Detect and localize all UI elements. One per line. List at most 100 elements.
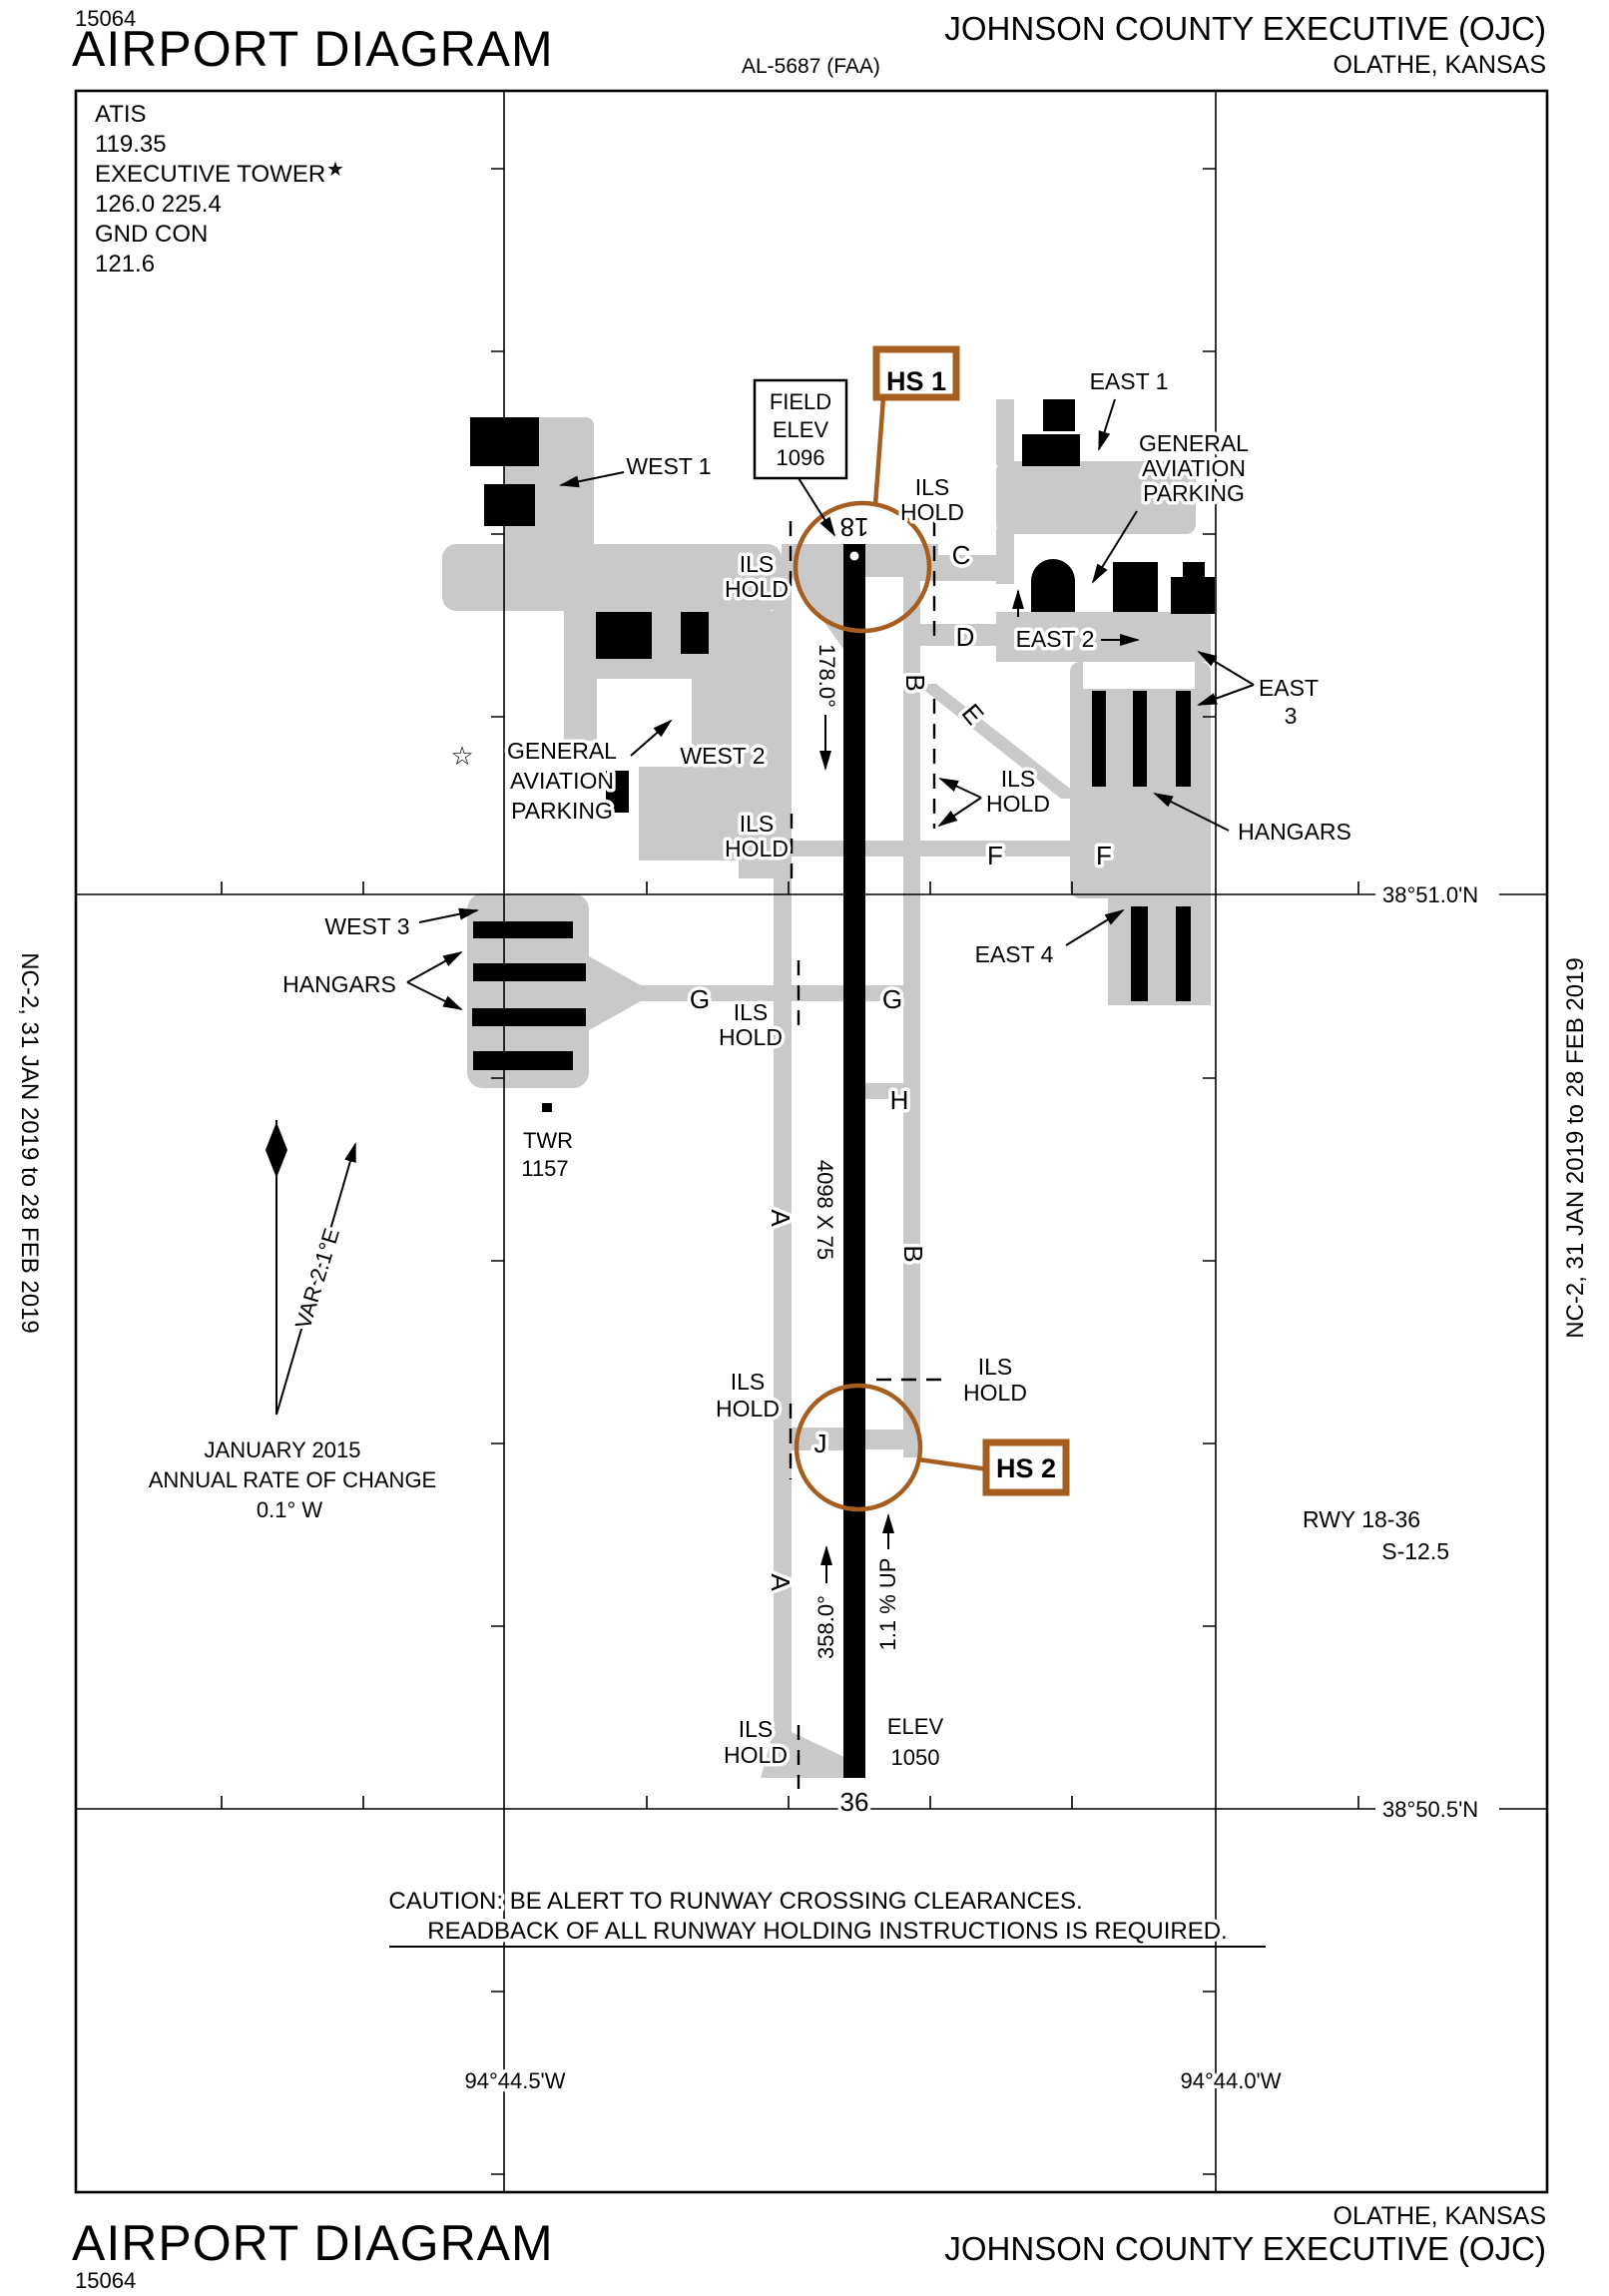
ils-hold-jw-l2: HOLD: [716, 1396, 780, 1422]
longitude-east-label: 94°44.0'W: [1180, 2068, 1281, 2093]
east4-label: EAST 4: [975, 941, 1054, 967]
ils-hold-mid-l1: ILS: [1001, 766, 1036, 792]
east2-label: EAST 2: [1016, 626, 1095, 652]
ga-west-line2: AVIATION: [510, 768, 614, 794]
true-north-diamond: [266, 1122, 287, 1178]
latitude-north-label: 38°51.0'N: [1382, 882, 1478, 907]
ils-hold-fw-l2: HOLD: [725, 836, 789, 861]
taxiway-b-pavement: [903, 559, 920, 1457]
taxiway-j-east-stub: [865, 1430, 920, 1449]
footer: OLATHE, KANSAS JOHNSON COUNTY EXECUTIVE …: [72, 2202, 1546, 2293]
west1-label: WEST 1: [626, 453, 711, 479]
longitude-west-label: 94°44.5'W: [464, 2068, 565, 2093]
runway-data-value: S-12.5: [1381, 1538, 1449, 1564]
west2-cutout: [597, 679, 692, 767]
field-elev-line2: ELEV: [773, 417, 829, 442]
tower-star-icon: ★: [326, 159, 344, 181]
taxiway-d-label: D: [956, 622, 975, 652]
east2-building-2: [1113, 562, 1158, 612]
taxiway-b-label-lower: B: [898, 1245, 928, 1262]
taxiway-a-label-upper: A: [766, 1209, 796, 1227]
runway-labels: 18 36 178.0° 4098 X 75 358.0° 1.1 % UP E…: [809, 509, 1450, 1821]
hangars-east-arrow: [1153, 793, 1230, 832]
ils-hold-mid-l2: HOLD: [986, 791, 1050, 817]
field-elev-box: [753, 378, 848, 480]
graticule-labels: 38°51.0'N 38°50.5'N 94°44.5'W 94°44.0'W: [461, 879, 1482, 2097]
header-chart-number: 15064: [75, 6, 136, 31]
taxiway-g-label-east: G: [882, 984, 902, 1014]
ga-west-line1: GENERAL: [507, 738, 617, 764]
ils-hold-mid-arrow-2: [937, 797, 982, 828]
caution-note: CAUTION: BE ALERT TO RUNWAY CROSSING CLE…: [385, 1885, 1266, 1949]
east3-cutout: [1083, 662, 1195, 689]
runway36-flare: [761, 1732, 848, 1778]
taxiway-j-label: J: [814, 1429, 827, 1458]
west2-building-2: [681, 612, 709, 654]
east1-arrow: [1098, 398, 1116, 451]
ils-hold-gw-l1: ILS: [734, 999, 769, 1025]
parallel-ticks: [221, 881, 1359, 1809]
hangars-west-arrow-1: [406, 951, 463, 983]
west3-hangar-2: [473, 963, 586, 981]
atis-freq: 119.35: [95, 131, 167, 158]
taxiway-a-label-lower: A: [766, 1573, 796, 1591]
east3-hangar-2: [1133, 691, 1147, 787]
ils-hold-mid-arrow-1: [938, 778, 982, 799]
variation-rate: ANNUAL RATE OF CHANGE: [149, 1467, 436, 1492]
meridian-ticks: [491, 168, 1216, 2175]
hs1-box: [872, 345, 960, 401]
taxiway-d-pavement: [903, 624, 1003, 646]
left-edition-note: NC-2, 31 JAN 2019 to 28 FEB 2019: [16, 952, 43, 1334]
north-apron-west: [442, 544, 782, 611]
ils-hold-gw-l2: HOLD: [719, 1024, 783, 1050]
west3-hangar-1: [473, 921, 573, 938]
ga-west-arrow: [630, 719, 673, 757]
hotspot-layer: HS 1 HS 2: [793, 345, 1070, 1512]
twr-elev: 1157: [521, 1156, 568, 1181]
taxiway-e-pavement: [916, 684, 1083, 799]
structures-layer: [470, 399, 1215, 1778]
taxiway-c-pavement: [903, 555, 1008, 581]
east4-arrow: [1065, 908, 1125, 946]
variation-rate-value: 0.1° W: [257, 1497, 322, 1522]
ils-hold-c-l2: HOLD: [900, 499, 964, 525]
taxiway-f-label-east: F: [1096, 841, 1112, 870]
footer-title: AIRPORT DIAGRAM: [72, 2215, 554, 2271]
runway-slope: 1.1 % UP: [875, 1558, 900, 1651]
runway-dimensions: 4098 X 75: [812, 1160, 837, 1260]
ils-hold-labels: ILS HOLD ILS HOLD ILS HOLD ILS HOLD ILS …: [713, 471, 1054, 1772]
variation-date: JANUARY 2015: [205, 1437, 361, 1462]
field-elev-callout: FIELD ELEV 1096: [753, 378, 848, 537]
west3-hangar-4: [473, 1051, 573, 1070]
magnetic-north-arrow: [275, 1142, 356, 1416]
taxiway-h-pavement: [865, 1083, 920, 1099]
runway-data-label: RWY 18-36: [1303, 1506, 1420, 1532]
east1-connector: [996, 529, 1014, 584]
west1-building-2: [484, 484, 535, 526]
west1-arrow: [559, 471, 625, 488]
caution-line: CAUTION: BE ALERT TO RUNWAY CROSSING CLE…: [388, 1888, 1082, 1915]
header-airport-name: JOHNSON COUNTY EXECUTIVE (OJC): [944, 10, 1546, 47]
header: 15064 AIRPORT DIAGRAM AL-5687 (FAA) JOHN…: [72, 6, 1546, 79]
west2-building-3: [606, 771, 629, 813]
hs2-label: HS 2: [996, 1453, 1056, 1483]
runway-36-elev-value: 1050: [891, 1745, 940, 1770]
runway-18-36: [843, 544, 865, 1778]
footer-airport-name: JOHNSON COUNTY EXECUTIVE (OJC): [944, 2230, 1546, 2267]
gnd-con-freq: 121.6: [95, 251, 155, 278]
ils-hold-fw-l1: ILS: [740, 811, 775, 837]
runway-36-number: 36: [840, 1787, 869, 1817]
ils-hold-c-l1: ILS: [915, 474, 950, 500]
map-star-icon: ☆: [450, 741, 473, 771]
taxiway-h-label: H: [890, 1085, 909, 1115]
east3-hangar-3: [1176, 691, 1191, 787]
hs1-label: HS 1: [886, 366, 946, 396]
header-city: OLATHE, KANSAS: [1334, 51, 1547, 79]
margin-notes: NC-2, 31 JAN 2019 to 28 FEB 2019 NC-2, 3…: [16, 952, 1589, 1339]
ils-hold-je-l2: HOLD: [963, 1380, 1027, 1406]
west2-building-1: [596, 612, 652, 659]
east1-building-1: [1043, 399, 1075, 431]
field-elev-line1: FIELD: [770, 389, 831, 414]
field-elev-line3: 1096: [777, 445, 825, 470]
